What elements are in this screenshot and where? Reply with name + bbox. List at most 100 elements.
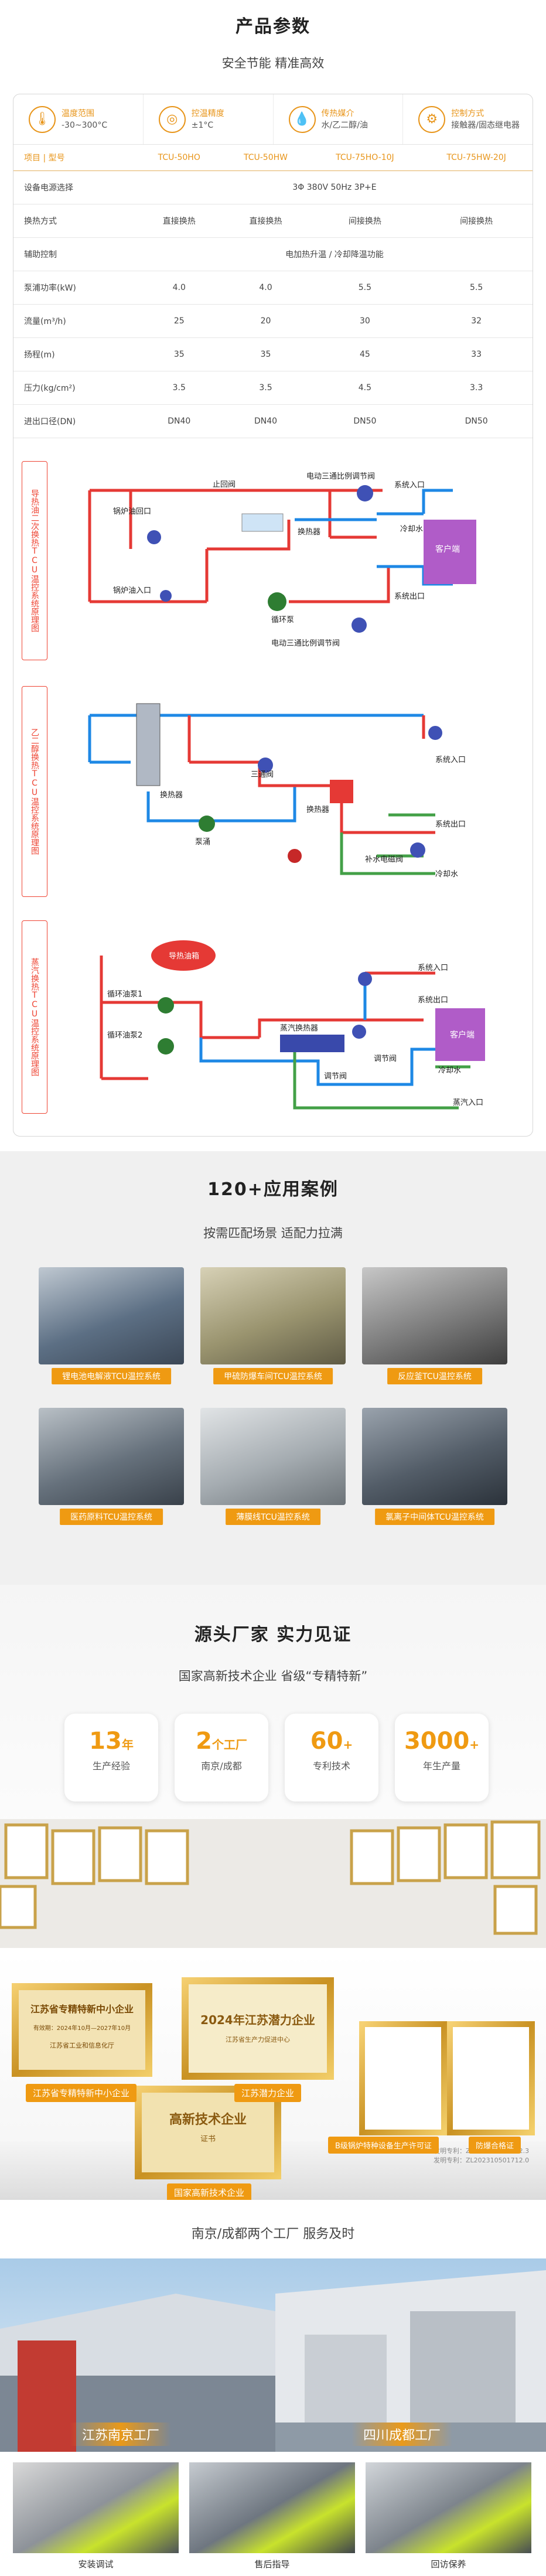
plant-tag-chengdu: 四川成都工厂: [352, 2423, 453, 2446]
text-steam-exch: 蒸汽换热器: [280, 1024, 318, 1033]
text-pump: 循环泵: [271, 616, 294, 625]
stat-card: 3000+ 年生产量: [395, 1714, 489, 1802]
cell: 3.5: [136, 371, 222, 405]
case-card[interactable]: 薄膜线TCU温控系统: [200, 1408, 346, 1525]
table-row: 压力(kg/cm²) 3.5 3.5 4.5 3.3: [13, 371, 533, 405]
steam-exchanger-shape: [280, 1035, 344, 1052]
text-client: 客户端: [435, 544, 460, 554]
text-boiler-out: 锅炉油回口: [113, 507, 151, 516]
plant-banner: 江苏南京工厂 四川成都工厂: [0, 2258, 546, 2452]
stat-card: 2个工厂 南京/成都: [175, 1714, 268, 1802]
text-reg-valve2: 调节阀: [374, 1055, 397, 1063]
patent-2: 发明专利：ZL202310501712.0: [434, 2156, 529, 2164]
table-header-cell: TCU-75HW-20J: [420, 145, 533, 171]
service-card: 售后指导: [189, 2462, 355, 2571]
plaque-inner-1: [19, 1990, 145, 2070]
row-label: 泵浦功率(kW): [13, 271, 136, 305]
valve-shape: [357, 485, 373, 501]
text-client: 客户端: [450, 1030, 475, 1040]
certificate-wall: 江苏省专精特新中小企业 有效期：2024年10月—2027年10月 江苏省工业和…: [0, 1766, 546, 2202]
thermometer-icon: 🌡: [29, 105, 56, 133]
diagram-3-svg: 导热油箱 循环油泵1 循环油泵2 蒸汽换热器 调节阀 调节阀 系统入口 系统出口…: [100, 940, 485, 1110]
pump-shape: [158, 1038, 174, 1055]
cell: 45: [309, 337, 421, 371]
service-row: 安装调试 售后指导 回访保养: [13, 2462, 531, 2571]
table-header-cell: TCU-50HW: [221, 145, 310, 171]
row-label: 压力(kg/cm²): [13, 371, 136, 405]
row-label: 辅助控制: [13, 237, 136, 271]
text-pump1: 循环油泵1: [107, 990, 142, 999]
spec-control: ⚙ 控制方式接触器/固态继电器: [403, 94, 533, 144]
diagram-label: 蒸汽换热TCU温控系统原理图: [22, 920, 47, 1114]
spec-value: 水/乙二醇/油: [321, 120, 368, 130]
valve-shape: [358, 972, 372, 986]
explosion-cert-frame: [447, 2021, 535, 2135]
text-heat-exch: 换热器: [306, 806, 329, 814]
case-card[interactable]: 甲硫防爆车间TCU温控系统: [200, 1267, 346, 1384]
target-icon: ◎: [158, 105, 186, 133]
case-card[interactable]: 氯离子中间体TCU温控系统: [362, 1408, 507, 1525]
table-header-cell: TCU-75HO-10J: [309, 145, 421, 171]
plants-subtitle: 南京/成都两个工厂 服务及时: [191, 2227, 355, 2241]
stat-label: 专利技术: [312, 1760, 350, 1772]
table-row: 扬程(m) 35 35 45 33: [13, 337, 533, 371]
text-stop-valve: 止回阀: [213, 480, 236, 489]
cell: 4.0: [136, 271, 222, 305]
service-photo: [366, 2462, 531, 2553]
cell: 33: [420, 337, 533, 371]
spec-value: ±1°C: [191, 120, 214, 130]
plant-tag-nanjing: 江苏南京工厂: [70, 2423, 172, 2446]
valve-shape: [352, 1025, 366, 1039]
stat-label: 生产经验: [92, 1760, 130, 1772]
table-header-row: 项目 | 型号 TCU-50HO TCU-50HW TCU-75HO-10J T…: [13, 145, 533, 171]
cert1-date: 有效期：2024年10月—2027年10月: [33, 2024, 131, 2032]
cell: 3.5: [221, 371, 310, 405]
spec-accuracy: ◎ 控温精度±1°C: [144, 94, 274, 144]
diagram-steam: 蒸汽换热TCU温控系统原理图 导热: [13, 915, 533, 1125]
case-photo: [200, 1267, 346, 1364]
service-label: 售后指导: [254, 2559, 290, 2570]
diagram-label: 乙二醇换热TCU温控系统原理图: [22, 686, 47, 897]
diagram-1-svg: 电动三通比例调节阀 止回阀 锅炉油回口 锅炉油入口 换热器 循环泵 电动三通比例…: [88, 472, 476, 648]
certificate-wall-svg: 江苏省专精特新中小企业 有效期：2024年10月—2027年10月 江苏省工业和…: [0, 1819, 546, 2200]
case-photo: [362, 1267, 507, 1364]
cell: 5.5: [309, 271, 421, 305]
service-photo: [189, 2462, 355, 2553]
cert-tag-5: 国家高新技术企业: [167, 2183, 252, 2202]
text-pump: 泵涌: [195, 838, 210, 847]
cell: 20: [221, 304, 310, 338]
factory-section: 源头厂家 实力见证 国家高新技术企业 省级“专精特新”: [0, 1585, 546, 2202]
spec-medium: 💧 传热媒介水/乙二醇/油: [274, 94, 404, 144]
cell: 3.3: [420, 371, 533, 405]
params-section: 产品参数 安全节能 精准高效 🌡 温度范围-30~300°C ◎ 控温精度±1°…: [0, 0, 546, 1151]
case-photo: [39, 1267, 184, 1364]
case-card[interactable]: 反应釜TCU温控系统: [362, 1267, 507, 1384]
params-table: 项目 | 型号 TCU-50HO TCU-50HW TCU-75HO-10J T…: [13, 145, 533, 438]
plate-exchanger-shape: [136, 703, 161, 786]
case-photo: [362, 1408, 507, 1505]
plaque-inner-2: [189, 1984, 327, 2073]
control-icon: ⚙: [418, 105, 446, 133]
row-span-value: 电加热升温 / 冷却降温功能: [136, 237, 533, 271]
text-water-refill: 补水电磁阀: [365, 855, 403, 864]
spec-label: 温度范围: [62, 108, 94, 118]
params-subtitle: 安全节能 精准高效: [221, 56, 325, 70]
spec-label: 控制方式: [451, 108, 484, 118]
case-card[interactable]: 医药原料TCU温控系统: [39, 1408, 184, 1525]
row-label: 进出口径(DN): [13, 404, 136, 438]
factory-title: 源头厂家 实力见证: [194, 1625, 352, 1645]
spec-value: 接触器/固态继电器: [451, 120, 520, 130]
case-grid: 锂电池电解液TCU温控系统 甲硫防爆车间TCU温控系统 反应釜TCU温控系统 医…: [39, 1267, 507, 1525]
case-card[interactable]: 锂电池电解液TCU温控系统: [39, 1267, 184, 1384]
stat-unit: +: [343, 1738, 353, 1752]
case-label: 薄膜线TCU温控系统: [226, 1509, 320, 1525]
cases-title: 120+应用案例: [207, 1179, 339, 1200]
spec-value: -30~300°C: [62, 120, 108, 130]
text-steam-in: 蒸汽入口: [453, 1098, 483, 1107]
case-label: 反应釜TCU温控系统: [387, 1368, 482, 1384]
cell: DN40: [221, 404, 310, 438]
valve-shape: [160, 590, 172, 602]
client-block: [424, 520, 476, 584]
cert3-sub: 证书: [200, 2135, 216, 2144]
